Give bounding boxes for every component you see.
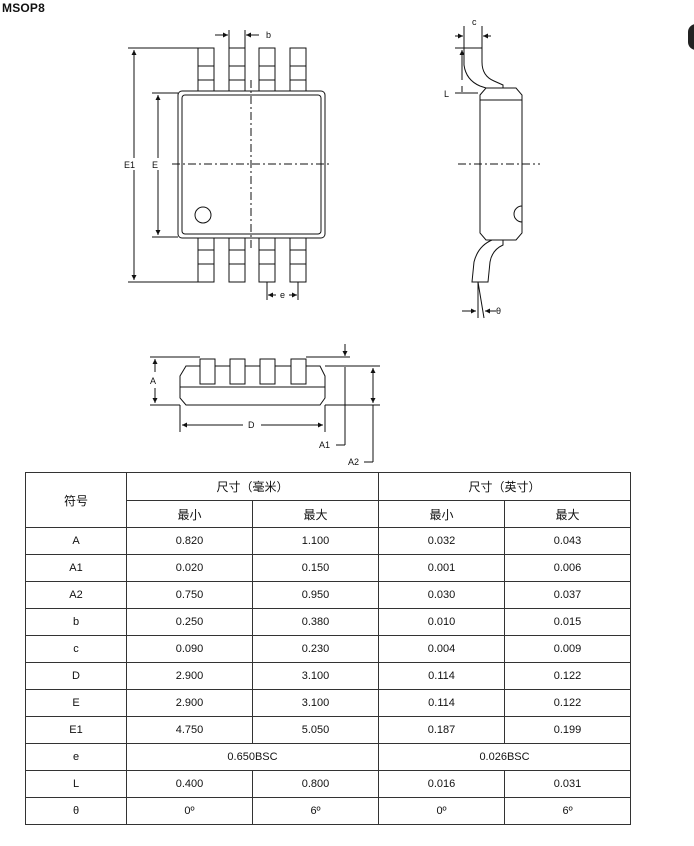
mm-max-cell: 3.100	[251, 662, 380, 690]
inch-max-cell: 0.031	[504, 770, 632, 798]
inch-bsc-cell: 0.026BSC	[378, 743, 632, 771]
page-title: MSOP8	[2, 1, 46, 15]
label-A: A	[150, 376, 156, 386]
label-E1: E1	[124, 160, 135, 170]
mm-min-cell: 2.900	[126, 689, 253, 717]
side-view: c L θ	[444, 17, 540, 319]
table-row: A2 0.750 0.950 0.030 0.037	[25, 581, 632, 609]
mm-max-cell: 1.100	[251, 527, 380, 555]
inch-min-cell: 0.114	[378, 662, 506, 690]
mm-max-cell: 3.100	[251, 689, 380, 717]
label-E: E	[152, 160, 158, 170]
symbol-cell: c	[25, 635, 127, 663]
inch-min-cell: 0.004	[378, 635, 506, 663]
mm-max-cell: 0.230	[251, 635, 380, 663]
label-c: c	[472, 17, 477, 27]
symbol-cell: E	[25, 689, 127, 717]
inch-min-cell: 0.010	[378, 608, 506, 636]
table-header-row: 符号 尺寸（毫米） 尺寸（英寸）	[25, 472, 632, 528]
edge-handle	[688, 24, 694, 50]
top-view: b E1 E e	[124, 30, 332, 300]
mm-min-cell: 0.090	[126, 635, 253, 663]
table-row: θ 0º 6º 0º 6º	[25, 797, 632, 825]
inch-min-header: 最小	[378, 500, 506, 528]
mm-min-cell: 0.820	[126, 527, 253, 555]
inch-min-cell: 0.032	[378, 527, 506, 555]
mm-max-header: 最大	[251, 500, 380, 528]
inch-min-cell: 0.030	[378, 581, 506, 609]
mm-min-cell: 2.900	[126, 662, 253, 690]
table-row: b 0.250 0.380 0.010 0.015	[25, 608, 632, 636]
inch-max-cell: 0.199	[504, 716, 632, 744]
inch-min-cell: 0.016	[378, 770, 506, 798]
upper-lead	[463, 47, 504, 93]
mm-min-cell: 0.250	[126, 608, 253, 636]
inch-header: 尺寸（英寸）	[378, 472, 632, 501]
table-row: E 2.900 3.100 0.114 0.122	[25, 689, 632, 717]
table-row: A1 0.020 0.150 0.001 0.006	[25, 554, 632, 582]
inch-min-cell: 0.114	[378, 689, 506, 717]
mm-max-cell: 6º	[251, 797, 380, 825]
front-view: A D A1 A2	[150, 344, 380, 467]
inch-max-cell: 0.015	[504, 608, 632, 636]
symbol-cell: A1	[25, 554, 127, 582]
label-e: e	[280, 290, 285, 300]
mm-max-cell: 0.380	[251, 608, 380, 636]
mm-bsc-cell: 0.650BSC	[125, 743, 380, 771]
inch-max-cell: 0.122	[504, 689, 632, 717]
symbol-cell: A	[25, 527, 127, 555]
inch-max-cell: 0.043	[504, 527, 632, 555]
top-pins	[197, 47, 307, 94]
mm-min-cell: 0.750	[126, 581, 253, 609]
symbol-cell: e	[25, 743, 127, 771]
mm-min-header: 最小	[126, 500, 253, 528]
table-row: A 0.820 1.100 0.032 0.043	[25, 527, 632, 555]
inch-max-cell: 0.009	[504, 635, 632, 663]
mm-min-cell: 0.400	[126, 770, 253, 798]
label-D: D	[248, 420, 255, 430]
mm-min-cell: 0º	[126, 797, 253, 825]
mm-header: 尺寸（毫米）	[125, 472, 380, 501]
inch-max-cell: 0.122	[504, 662, 632, 690]
bottom-pins	[197, 236, 307, 283]
mm-max-cell: 0.150	[251, 554, 380, 582]
symbol-header: 符号	[25, 472, 127, 528]
inch-max-header: 最大	[504, 500, 632, 528]
symbol-cell: E1	[25, 716, 127, 744]
symbol-cell: A2	[25, 581, 127, 609]
table-row: L 0.400 0.800 0.016 0.031	[25, 770, 632, 798]
symbol-cell: L	[25, 770, 127, 798]
inch-min-cell: 0.001	[378, 554, 506, 582]
mm-min-cell: 0.020	[126, 554, 253, 582]
package-drawing: b E1 E e c	[124, 17, 540, 467]
symbol-cell: b	[25, 608, 127, 636]
inch-max-cell: 0.037	[504, 581, 632, 609]
lower-lead	[471, 236, 504, 283]
label-b: b	[266, 30, 271, 40]
symbol-cell: θ	[25, 797, 127, 825]
dimension-table: 符号 尺寸（毫米） 尺寸（英寸） 最小 最大 最小 最大 A 0.820 1.1…	[25, 472, 632, 825]
mm-max-cell: 0.800	[251, 770, 380, 798]
mm-max-cell: 0.950	[251, 581, 380, 609]
symbol-cell: D	[25, 662, 127, 690]
inch-min-cell: 0º	[378, 797, 506, 825]
inch-min-cell: 0.187	[378, 716, 506, 744]
pin1-marker	[194, 206, 212, 224]
label-A2: A2	[348, 457, 359, 467]
label-A1: A1	[319, 440, 330, 450]
label-L: L	[444, 89, 449, 99]
table-row: E1 4.750 5.050 0.187 0.199	[25, 716, 632, 744]
table-row-e: e 0.650BSC 0.026BSC	[25, 743, 632, 771]
mm-max-cell: 5.050	[251, 716, 380, 744]
label-theta: θ	[496, 306, 501, 316]
front-body	[179, 365, 326, 406]
inch-max-cell: 6º	[504, 797, 632, 825]
inch-max-cell: 0.006	[504, 554, 632, 582]
table-row: D 2.900 3.100 0.114 0.122	[25, 662, 632, 690]
table-row: c 0.090 0.230 0.004 0.009	[25, 635, 632, 663]
mm-min-cell: 4.750	[126, 716, 253, 744]
